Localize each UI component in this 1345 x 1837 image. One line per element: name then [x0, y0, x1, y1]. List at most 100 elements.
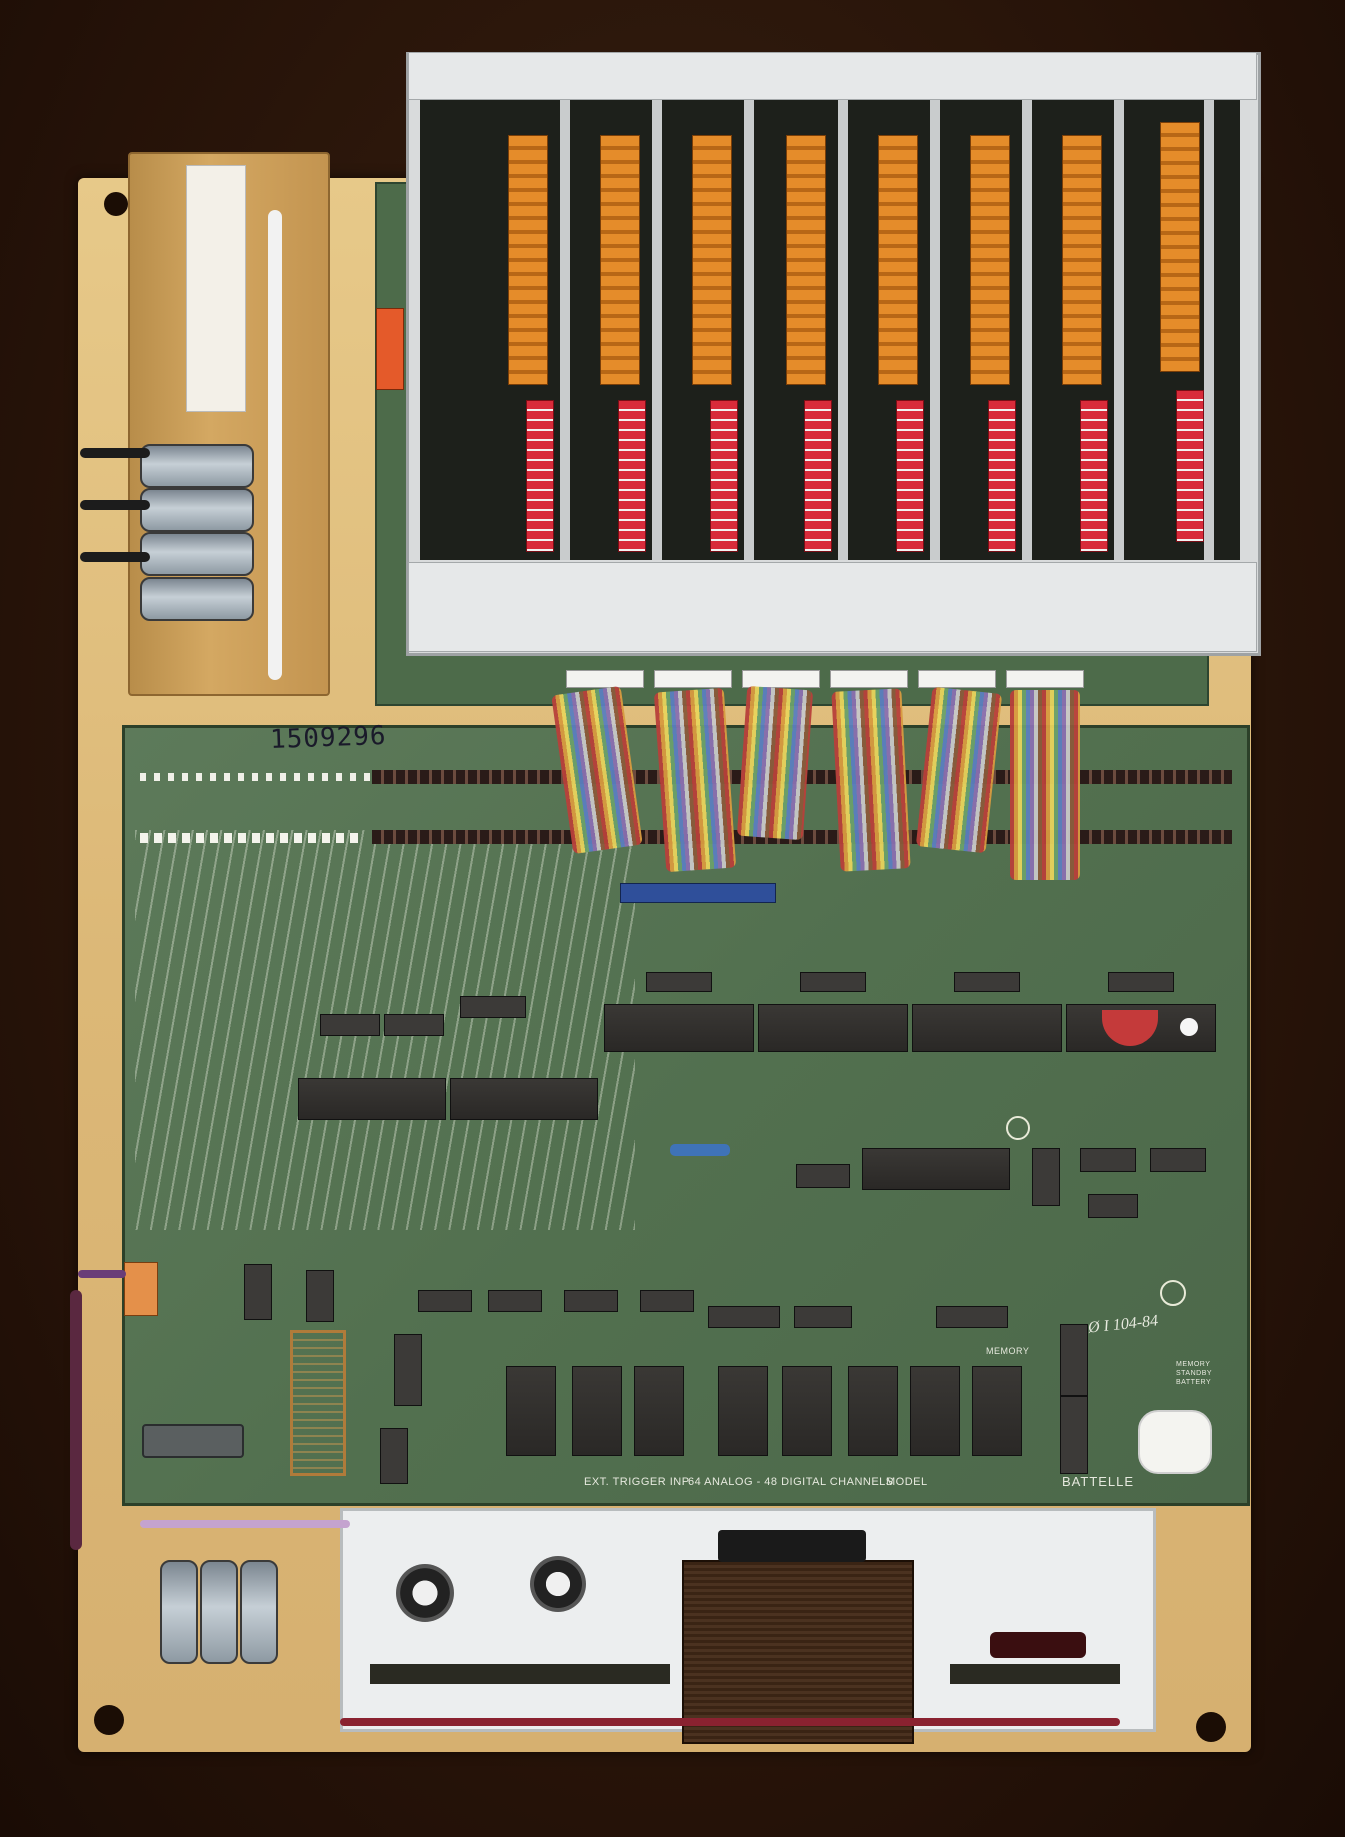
ribbon-cable — [736, 685, 814, 841]
ic-chip-small — [306, 1270, 334, 1322]
blue-connector — [620, 883, 776, 903]
orange-terminal-block — [878, 135, 918, 385]
card-rail — [652, 100, 662, 560]
memory-chip — [972, 1366, 1022, 1456]
ic-chip-small — [1060, 1324, 1088, 1396]
electrolytic-capacitor — [530, 1556, 586, 1612]
memory-chip — [506, 1366, 556, 1456]
ribbon-connector — [566, 670, 644, 688]
card-rail — [1204, 100, 1214, 560]
red-dip-switch-bank — [618, 400, 646, 552]
resistor-component — [670, 1144, 730, 1156]
ic-chip-small — [380, 1428, 408, 1484]
ic-chip-small — [640, 1290, 694, 1312]
ic-chip-small — [646, 972, 712, 992]
cage-top-rail — [408, 52, 1257, 100]
ic-chip — [298, 1078, 446, 1120]
ic-chip-small — [1150, 1148, 1206, 1172]
white-dot-sticker — [1180, 1018, 1198, 1036]
orange-terminal-block — [600, 135, 640, 385]
ic-chip-small — [936, 1306, 1008, 1328]
test-point-row — [140, 833, 360, 843]
orange-connector — [376, 308, 404, 390]
fuse — [200, 1560, 238, 1664]
cage-bottom-rail — [408, 562, 1257, 652]
fuse — [240, 1560, 278, 1664]
model-label: MODEL — [886, 1476, 928, 1488]
orange-terminal-block — [1062, 135, 1102, 385]
mounting-hole — [1196, 1712, 1226, 1742]
test-point-row — [140, 773, 370, 781]
red-wire — [340, 1718, 1120, 1726]
ic-chip-small — [800, 972, 866, 992]
fuse — [140, 444, 254, 488]
lavender-wire — [140, 1520, 350, 1528]
ic-chip — [604, 1004, 754, 1052]
wire-bundle — [70, 1290, 82, 1550]
ic-chip-small — [488, 1290, 542, 1312]
ic-chip-small — [394, 1334, 422, 1406]
mounting-hole — [104, 192, 128, 216]
regulator-board — [370, 1664, 670, 1684]
card-rail — [1022, 100, 1032, 560]
orange-terminal-block — [1160, 122, 1200, 372]
ic-socket — [290, 1330, 346, 1476]
orange-terminal-block — [508, 135, 548, 385]
ribbon-cable — [831, 688, 911, 872]
ic-chip — [758, 1004, 908, 1052]
standby-battery — [1138, 1410, 1212, 1474]
trigger-input-label: EXT. TRIGGER INP — [584, 1476, 690, 1488]
card-rail — [1114, 100, 1124, 560]
white-wire — [268, 210, 282, 680]
fiducial-mark — [1160, 1280, 1186, 1306]
regulator-board — [950, 1664, 1120, 1684]
orange-terminal-block — [786, 135, 826, 385]
ic-chip-small — [796, 1164, 850, 1188]
fiducial-mark — [1006, 1116, 1030, 1140]
red-dip-switch-bank — [896, 400, 924, 552]
purple-wire — [78, 1270, 126, 1278]
ribbon-connector — [654, 670, 732, 688]
ic-chip-small — [564, 1290, 618, 1312]
ic-chip-small — [384, 1014, 444, 1036]
ic-chip-small — [460, 996, 526, 1018]
ic-chip — [912, 1004, 1062, 1052]
ic-chip — [450, 1078, 598, 1120]
ic-chip-small — [244, 1264, 272, 1320]
fuse — [140, 488, 254, 532]
standby-battery-label: MEMORY STANDBY BATTERY — [1176, 1361, 1212, 1386]
electrolytic-capacitor — [396, 1564, 454, 1622]
memory-chip — [910, 1366, 960, 1456]
card-rail — [930, 100, 940, 560]
memory-chip — [572, 1366, 622, 1456]
red-dip-switch-bank — [1080, 400, 1108, 552]
filter-capacitor — [718, 1530, 866, 1562]
fuse — [140, 577, 254, 621]
card-rail — [838, 100, 848, 560]
ribbon-connector — [1006, 670, 1084, 688]
ribbon-cable — [653, 687, 737, 873]
power-transformer — [682, 1560, 914, 1744]
memory-chip — [848, 1366, 898, 1456]
channels-label: 64 ANALOG - 48 DIGITAL CHANNELS — [688, 1476, 894, 1488]
ic-chip-small — [794, 1306, 852, 1328]
memory-chip — [634, 1366, 684, 1456]
ribbon-cable — [1010, 690, 1080, 880]
card-rail — [560, 100, 570, 560]
ribbon-connector — [918, 670, 996, 688]
ic-chip-small — [1032, 1148, 1060, 1206]
ic-chip — [862, 1148, 1010, 1190]
power-component — [990, 1632, 1086, 1658]
handwritten-serial-number: 1509296 — [269, 720, 388, 756]
ic-chip-small — [1108, 972, 1174, 992]
memory-chip — [782, 1366, 832, 1456]
terminal-strip — [186, 165, 246, 412]
black-wire — [80, 552, 150, 562]
red-dip-switch-bank — [1176, 390, 1204, 542]
ribbon-connector — [742, 670, 820, 688]
ic-chip-small — [1088, 1194, 1138, 1218]
red-dip-switch-bank — [804, 400, 832, 552]
black-wire — [80, 448, 150, 458]
orange-terminal-block — [692, 135, 732, 385]
ic-chip-small — [954, 972, 1020, 992]
